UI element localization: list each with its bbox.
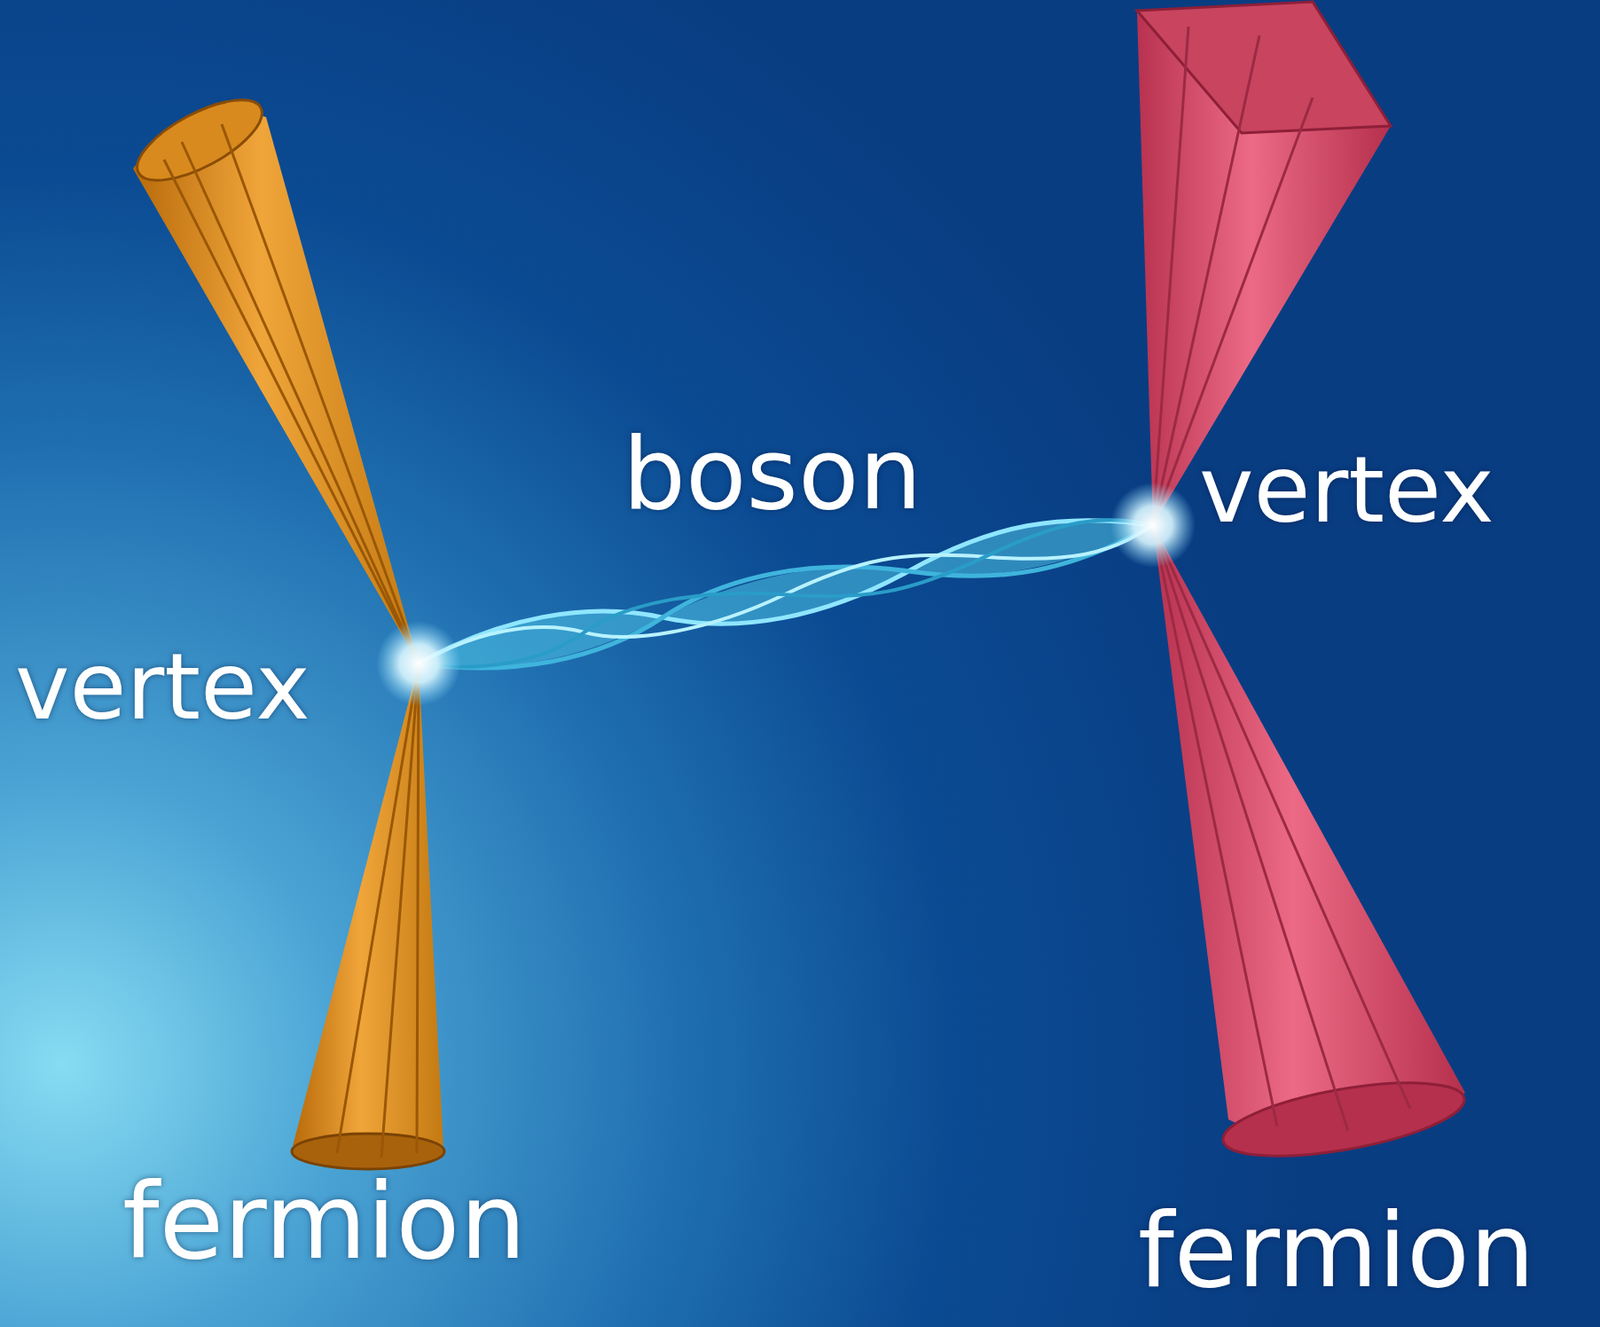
fermion-cone xyxy=(1152,525,1466,1142)
annotation-label: vertex xyxy=(15,640,311,733)
boson-strand xyxy=(415,509,1156,679)
annotation-label: fermion xyxy=(122,1168,526,1274)
boson-strand xyxy=(415,509,1156,679)
boson-strands xyxy=(414,502,1157,686)
cone-ridge xyxy=(1152,525,1411,1131)
vertex-glow xyxy=(1110,482,1196,568)
cone-mouth xyxy=(291,1133,445,1169)
boson-strand xyxy=(414,502,1157,686)
cone-mouth xyxy=(1137,1,1391,134)
fermion-cone xyxy=(133,110,419,664)
boson-strand xyxy=(414,502,1157,686)
fermion-cone xyxy=(292,663,444,1160)
annotation-label: vertex xyxy=(1199,443,1495,536)
cone-ridge xyxy=(337,663,419,1158)
vertex-glow xyxy=(376,620,462,706)
boson-band xyxy=(414,502,1157,686)
annotation-label: fermion xyxy=(1137,1199,1536,1302)
annotation-label: boson xyxy=(622,423,922,524)
cone-ridge xyxy=(164,124,419,664)
